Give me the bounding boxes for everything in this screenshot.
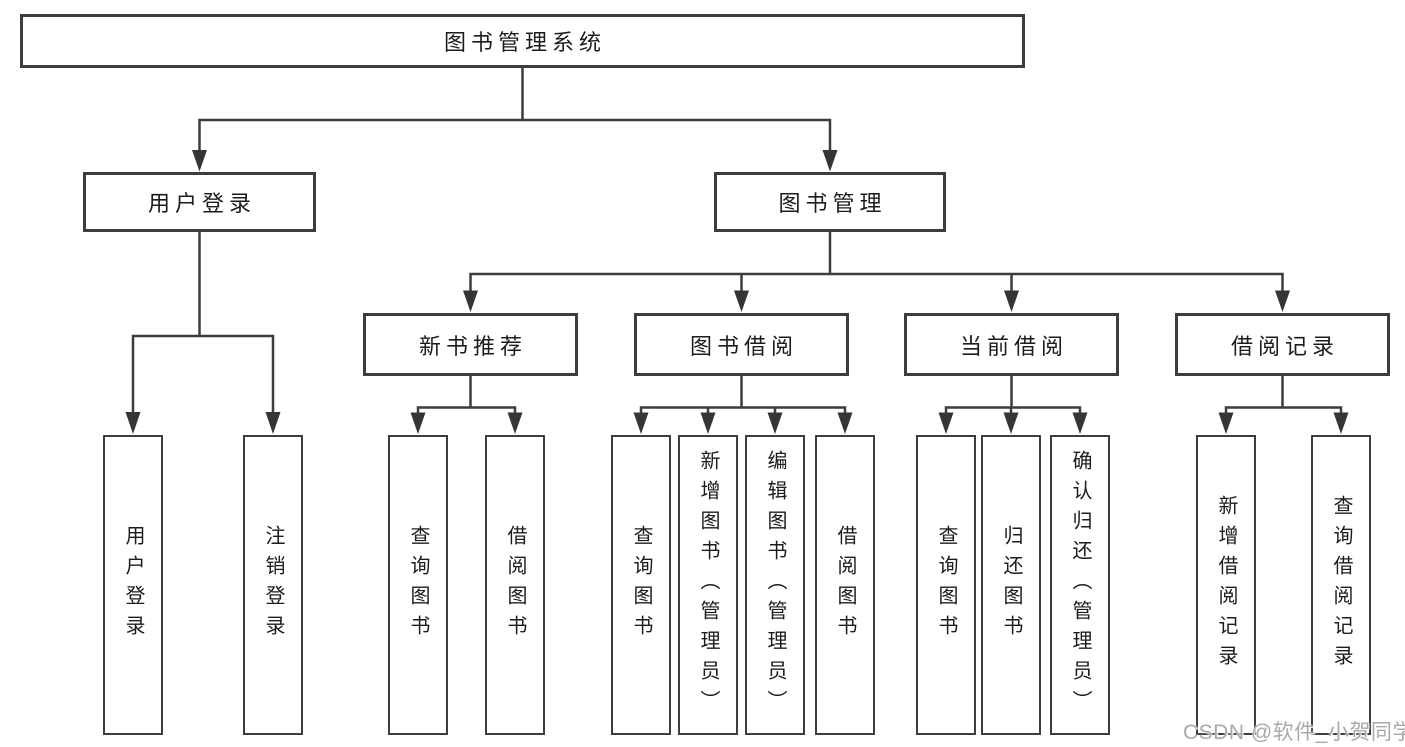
node-borrow-records: 借阅记录: [1175, 313, 1390, 376]
csdn-watermark: CSDN @软件_小贺同学: [1183, 721, 1405, 744]
node-label: 确认归还（管理员）: [1069, 450, 1091, 720]
node-new-book-recommend: 新书推荐: [363, 313, 578, 376]
node-label: 新增图书（管理员）: [697, 450, 719, 720]
node-label: 查询借阅记录: [1330, 495, 1352, 675]
node-user-login: 用户登录: [83, 172, 316, 232]
node-label: 查询图书: [407, 525, 429, 645]
leaf-add-book-admin: 新增图书（管理员）: [678, 435, 738, 735]
leaf-edit-book-admin: 编辑图书（管理员）: [745, 435, 805, 735]
node-book-management: 图书管理: [714, 172, 946, 232]
node-label: 新增借阅记录: [1215, 495, 1237, 675]
leaf-user-login: 用户登录: [103, 435, 163, 735]
leaf-borrow-book: 借阅图书: [485, 435, 545, 735]
leaf-logout: 注销登录: [243, 435, 303, 735]
node-label: 查询图书: [630, 525, 652, 645]
leaf-query-books: 查询图书: [611, 435, 671, 735]
node-label: 归还图书: [1000, 525, 1022, 645]
node-label: 编辑图书（管理员）: [764, 450, 786, 720]
node-book-borrow: 图书借阅: [634, 313, 849, 376]
leaf-query-borrow-record: 查询借阅记录: [1311, 435, 1371, 735]
node-current-borrow: 当前借阅: [904, 313, 1119, 376]
leaf-add-borrow-record: 新增借阅记录: [1196, 435, 1256, 735]
node-label: 注销登录: [262, 525, 284, 645]
node-label: 借阅图书: [834, 525, 856, 645]
node-label: 查询图书: [935, 525, 957, 645]
node-label: 用户登录: [122, 525, 144, 645]
leaf-return-book: 归还图书: [981, 435, 1041, 735]
node-library-system: 图书管理系统: [20, 14, 1025, 68]
leaf-confirm-return-admin: 确认归还（管理员）: [1050, 435, 1110, 735]
node-label: 借阅图书: [504, 525, 526, 645]
leaf-query-books: 查询图书: [388, 435, 448, 735]
leaf-borrow-book: 借阅图书: [815, 435, 875, 735]
leaf-query-books: 查询图书: [916, 435, 976, 735]
